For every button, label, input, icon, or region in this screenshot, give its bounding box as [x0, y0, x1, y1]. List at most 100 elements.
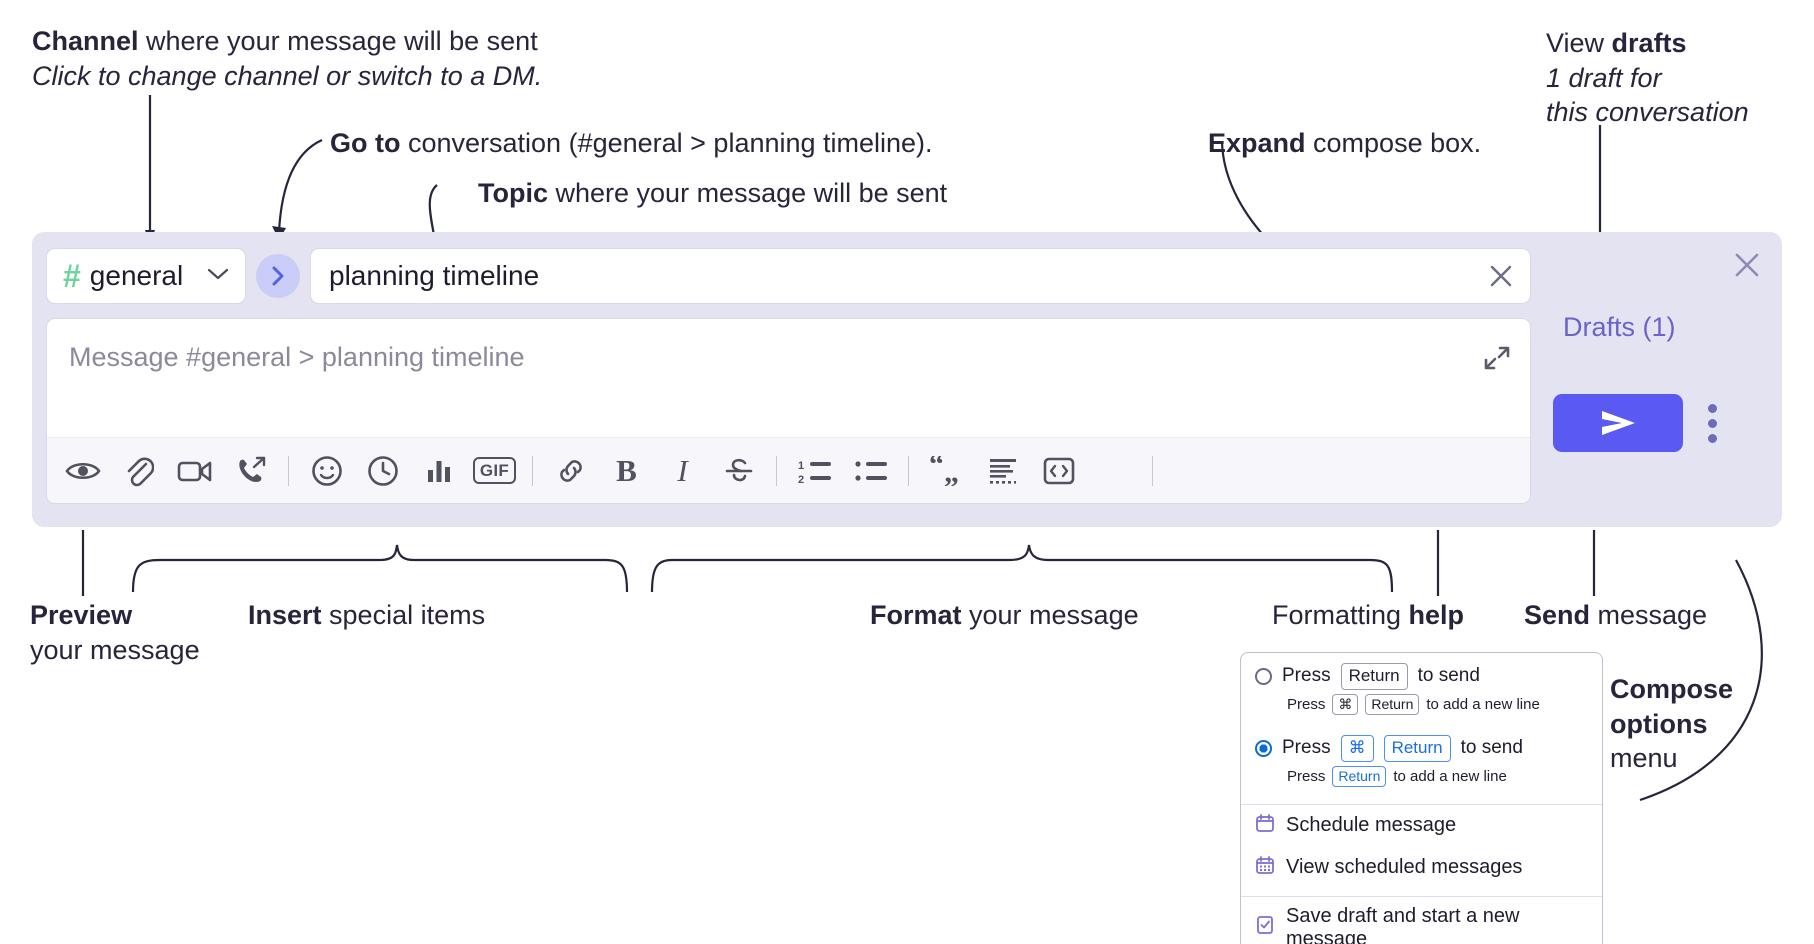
annotation-formatting-help-bold: help [1408, 600, 1465, 630]
toolbar-divider [908, 455, 909, 486]
annotation-formatting-help-rest: Formatting [1272, 600, 1409, 630]
annotation-goto-rest: conversation (#general > planning timeli… [400, 128, 933, 158]
chevron-down-icon [207, 265, 229, 287]
menu-item-label: View scheduled messages [1286, 856, 1523, 879]
toolbar-divider [532, 455, 533, 486]
preview-icon[interactable] [59, 447, 106, 494]
expand-icon[interactable] [1482, 343, 1512, 378]
annotation-insert-rest: special items [321, 600, 486, 630]
compose-options-popup: Press Return to send Press ⌘ Return to a… [1240, 652, 1603, 944]
key-return: Return [1332, 765, 1387, 787]
save-draft-icon [1255, 915, 1275, 941]
annotation-channel-bold: Channel [32, 26, 139, 56]
bold-glyph: B [616, 452, 637, 488]
hash-icon: # [63, 258, 81, 294]
annotation-channel-italic: Click to change channel or switch to a D… [32, 60, 543, 91]
annotation-drafts-italic2: this conversation [1546, 97, 1749, 128]
annotation-preview-rest: your message [30, 634, 200, 665]
kebab-dot [1708, 434, 1717, 443]
emoji-icon[interactable] [303, 447, 350, 494]
topic-input[interactable]: planning timeline [310, 248, 1531, 304]
annotation-insert: Insert special items [248, 598, 485, 633]
send-option-cmd-return-sub: Press Return to add a new line [1241, 765, 1602, 797]
compose-main: # general planning timeline M [32, 232, 1545, 527]
sub-press-label: Press [1287, 767, 1326, 785]
annotation-compose-options: Compose options menu [1610, 672, 1733, 776]
toolbar-divider [776, 455, 777, 486]
annotation-drafts-prefix: View [1546, 28, 1612, 58]
annotation-format-bold: Format [870, 600, 962, 630]
compose-widget: # general planning timeline M [32, 232, 1782, 527]
channel-name: general [89, 260, 184, 291]
attachment-icon[interactable] [115, 447, 162, 494]
menu-item-schedule-message[interactable]: Schedule message [1241, 805, 1602, 847]
go-to-conversation-button[interactable] [256, 254, 300, 298]
menu-item-label: Save draft and start a new message [1286, 904, 1520, 944]
svg-text:„: „ [944, 456, 959, 486]
menu-item-label: Schedule message [1286, 814, 1457, 837]
video-icon[interactable] [171, 447, 218, 494]
key-command: ⌘ [1332, 693, 1359, 715]
message-placeholder: Message #general > planning timeline [69, 342, 525, 372]
annotation-compose-options-bold2: options [1610, 708, 1708, 739]
strikethrough-icon[interactable] [715, 447, 762, 494]
compose-options-button[interactable] [1708, 404, 1717, 443]
svg-text:“: “ [929, 456, 944, 481]
key-return: Return [1340, 663, 1408, 690]
drafts-link[interactable]: Drafts (1) [1563, 312, 1676, 342]
blockquote-icon[interactable]: “„ [923, 447, 970, 494]
annotation-expand-rest: compose box. [1305, 128, 1482, 158]
annotation-compose-options-bold1: Compose [1610, 674, 1734, 704]
annotation-drafts-italic1: 1 draft for [1546, 62, 1662, 93]
annotation-send-bold: Send [1524, 600, 1591, 630]
code-icon[interactable] [1035, 447, 1082, 494]
annotation-topic: Topic where your message will be sent [478, 176, 947, 211]
send-option-return[interactable]: Press Return to send [1241, 653, 1602, 694]
radio-icon-selected[interactable] [1255, 739, 1272, 757]
sub-action-label: to add a new line [1426, 695, 1540, 713]
menu-item-save-draft[interactable]: Save draft and start a new message [1241, 897, 1602, 944]
popup-divider [1241, 803, 1602, 805]
option-press-label: Press [1282, 665, 1331, 687]
kebab-dot [1708, 419, 1717, 428]
gif-label: GIF [472, 456, 517, 485]
annotation-expand: Expand compose box. [1208, 126, 1481, 161]
math-icon[interactable] [1091, 447, 1138, 494]
calendar-icon [1255, 813, 1275, 839]
compose-header-row: # general planning timeline [46, 246, 1531, 306]
annotation-topic-rest: where your message will be sent [548, 178, 948, 208]
annotation-channel: Channel where your message will be sent … [32, 24, 542, 93]
toolbar-divider [1152, 455, 1153, 486]
annotation-formatting-help: Formatting help [1272, 598, 1464, 633]
gif-icon[interactable]: GIF [471, 447, 518, 494]
poll-icon[interactable] [415, 447, 462, 494]
send-option-cmd-return[interactable]: Press ⌘ Return to send [1241, 725, 1602, 766]
help-icon[interactable] [1167, 447, 1214, 494]
audio-call-icon[interactable] [227, 447, 274, 494]
italic-icon[interactable]: I [659, 447, 706, 494]
radio-icon[interactable] [1255, 667, 1272, 685]
annotation-channel-rest: where your message will be sent [138, 26, 538, 56]
compose-side-panel: Drafts (1) [1545, 232, 1782, 527]
message-input-box[interactable]: Message #general > planning timeline [46, 318, 1531, 504]
annotation-drafts: View drafts 1 draft for this conversatio… [1546, 26, 1749, 130]
annotation-compose-options-rest: menu [1610, 743, 1678, 774]
send-button[interactable] [1553, 394, 1683, 452]
clock-icon[interactable] [359, 447, 406, 494]
annotation-preview-bold: Preview [30, 600, 133, 630]
code-block-icon[interactable] [979, 447, 1026, 494]
annotation-expand-bold: Expand [1208, 128, 1306, 158]
close-icon[interactable] [1730, 248, 1764, 287]
channel-selector[interactable]: # general [46, 248, 246, 304]
bold-icon[interactable]: B [603, 447, 650, 494]
calendar-grid-icon [1255, 855, 1275, 881]
menu-item-view-scheduled[interactable]: View scheduled messages [1241, 847, 1602, 889]
bulleted-list-icon[interactable] [847, 447, 894, 494]
annotation-send-rest: message [1590, 600, 1708, 630]
annotation-goto-bold: Go to [330, 128, 401, 158]
kebab-dot [1708, 404, 1717, 413]
close-icon[interactable] [1486, 261, 1516, 291]
popup-divider [1241, 895, 1602, 897]
link-icon[interactable] [547, 447, 594, 494]
